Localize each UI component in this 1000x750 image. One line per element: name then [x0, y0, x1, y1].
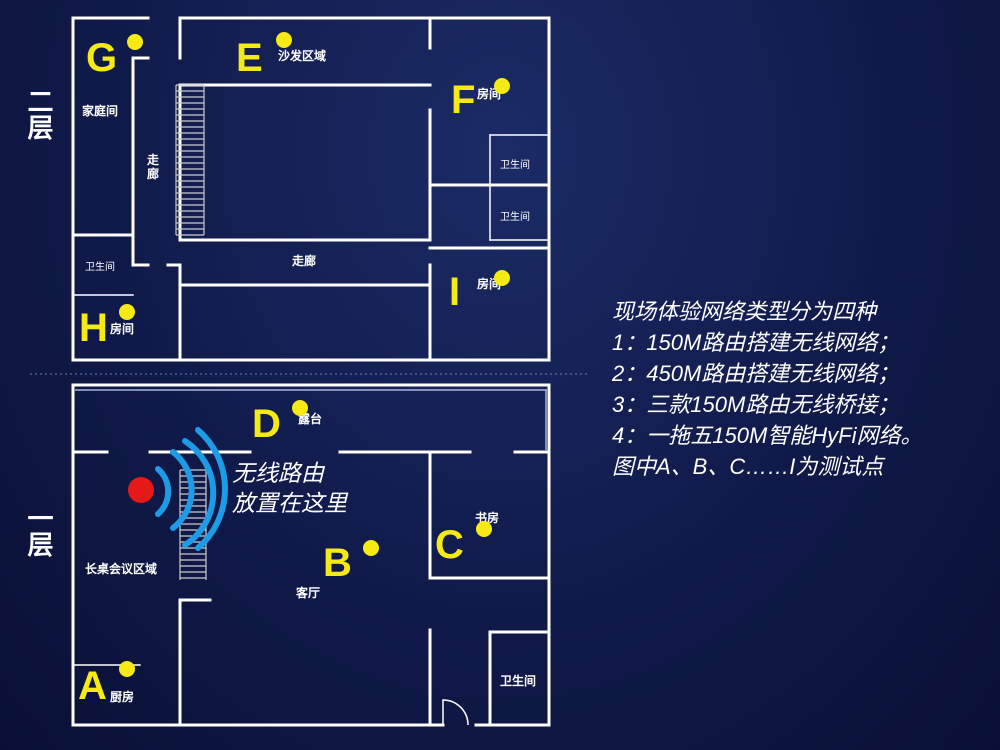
test-point-dot-g: [127, 34, 143, 50]
room-h: 房间: [110, 322, 135, 336]
room-bathroom-2: 卫生间: [500, 212, 530, 223]
test-point-dot-a: [119, 661, 135, 677]
room-kitchen: 厨房: [110, 690, 135, 704]
test-point-dot-h: [119, 304, 135, 320]
room-bathroom-1: 卫生间: [500, 160, 530, 171]
test-point-label-b: B: [323, 541, 352, 585]
legend-line-6: 图中A、B、C……I为测试点: [612, 454, 884, 479]
test-point-label-c: C: [435, 523, 464, 567]
router-note: 无线路由 放置在这里: [232, 458, 347, 518]
router-dot: [128, 477, 154, 503]
legend-line-4: 3：三款150M路由无线桥接；: [612, 392, 900, 417]
room-meeting-area: 长桌会议区域: [85, 562, 158, 576]
room-sofa-area: 沙发区域: [278, 49, 327, 63]
test-point-dot-d: [292, 400, 308, 416]
test-point-dot-i: [494, 270, 510, 286]
test-point-label-e: E: [236, 36, 263, 80]
room-living-room: 客厅: [296, 586, 321, 600]
wifi-wave-4: [195, 427, 228, 551]
legend-line-1: 现场体验网络类型分为四种: [612, 299, 877, 324]
room-corridor-horizontal: 走廊: [292, 254, 317, 268]
floor-label-upper: 二层: [24, 88, 54, 140]
test-point-label-a: A: [78, 664, 107, 708]
room-bathroom-left: 卫生间: [85, 262, 115, 273]
test-point-dot-e: [276, 32, 292, 48]
wifi-wave-2: [170, 449, 195, 531]
test-point-label-g: G: [86, 36, 118, 80]
test-point-label-f: F: [451, 78, 476, 122]
test-point-label-h: H: [79, 306, 108, 350]
test-point-dot-f: [494, 78, 510, 94]
room-bathroom-lower: 卫生间: [500, 674, 537, 688]
test-point-label-i: I: [449, 270, 461, 314]
legend-line-5: 4：一拖五150M智能HyFi网络。: [612, 423, 923, 448]
legend-line-2: 1：150M路由搭建无线网络；: [612, 330, 900, 355]
room-corridor-vertical: 走廊: [147, 153, 160, 181]
router-note-line2: 放置在这里: [232, 490, 347, 516]
test-point-label-d: D: [252, 402, 281, 446]
wifi-wave-1: [155, 466, 172, 517]
test-point-dot-b: [363, 540, 379, 556]
legend-line-3: 2：450M路由搭建无线网络；: [612, 361, 900, 386]
wifi-wave-3: [182, 438, 217, 548]
test-point-dot-c: [476, 521, 492, 537]
room-terrace: 露台: [298, 412, 323, 426]
room-family-room: 家庭间: [82, 104, 119, 118]
legend: 现场体验网络类型分为四种 1：150M路由搭建无线网络； 2：450M路由搭建无…: [612, 296, 922, 482]
floor-label-lower: 一层: [24, 505, 54, 557]
router-note-line1: 无线路由: [232, 460, 324, 486]
